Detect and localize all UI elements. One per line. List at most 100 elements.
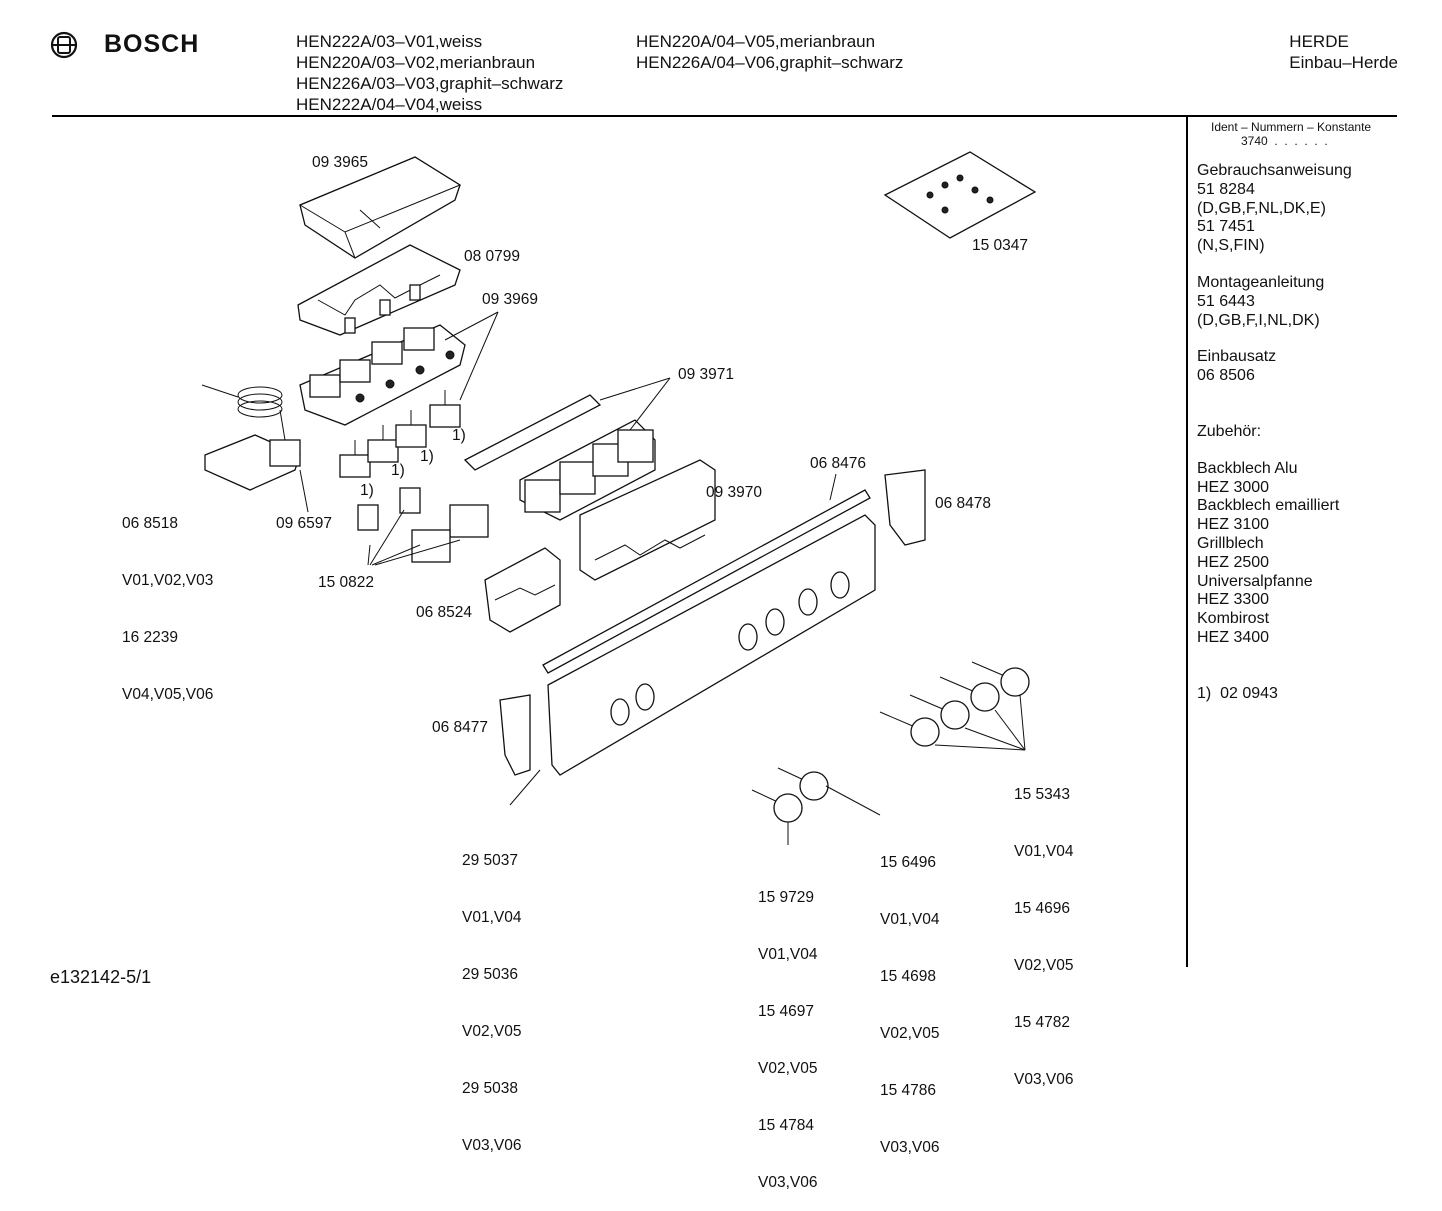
zubehoer-item: HEZ 2500	[1197, 553, 1270, 571]
montage-line: 51 6443	[1197, 292, 1255, 310]
label-line: V03,V06	[1014, 1071, 1074, 1088]
label-line: V02,V05	[462, 1023, 522, 1040]
label-line: 15 4697	[758, 1003, 815, 1020]
lamp-holders-150822	[357, 487, 489, 566]
bracket-093971	[463, 377, 671, 521]
tray-093965	[298, 156, 462, 259]
footnote: 1) 02 0943	[1197, 684, 1278, 702]
label-line: V03,V06	[880, 1139, 940, 1156]
knobs-155343	[879, 661, 1030, 751]
header-divider	[52, 115, 1397, 117]
model-line: HEN220A/03–V02,merianbraun	[296, 53, 536, 72]
small-switches	[339, 390, 461, 478]
footnote-marker: 1)	[360, 482, 374, 499]
bracket-093970	[579, 459, 716, 581]
einbau-title: Einbausatz	[1197, 348, 1277, 366]
gebrauch-line: 51 7451	[1197, 218, 1255, 236]
document-id: e132142-5/1	[50, 967, 152, 987]
thermostat-068518	[201, 384, 309, 513]
label-155343: 15 5343 V01,V04 15 4696 V02,V05 15 4782 …	[1014, 747, 1073, 1108]
zubehoer-item: Backblech Alu	[1197, 459, 1298, 477]
zubehoer-item: Backblech emailliert	[1197, 497, 1340, 515]
label-line: V04,V05,V06	[122, 686, 214, 703]
label-093965: 09 3965	[312, 154, 369, 171]
gebrauch-line: 51 8284	[1197, 180, 1255, 198]
zubehoer-item: HEZ 3300	[1197, 591, 1270, 609]
brand-name: BOSCH	[104, 30, 200, 58]
side-bracket-068478	[884, 469, 926, 546]
leader-lines	[444, 311, 837, 806]
model-line: HEN222A/04–V04,weiss	[296, 95, 483, 114]
label-line: V01,V04	[758, 946, 818, 963]
zubehoer-title: Zubehör:	[1197, 422, 1262, 440]
category-line: Einbau–Herde	[1289, 53, 1398, 72]
label-line: V03,V06	[462, 1137, 522, 1154]
label-line: 15 5343	[1014, 786, 1071, 803]
label-line: 15 9729	[758, 889, 815, 906]
label-line: 06 8518	[122, 515, 179, 532]
label-line: V03,V06	[758, 1174, 818, 1191]
label-line: 15 4784	[758, 1117, 815, 1134]
bracket-068524	[484, 547, 561, 633]
label-line: V02,V05	[758, 1060, 818, 1077]
label-line: V02,V05	[1014, 957, 1074, 974]
gebrauch-line: (D,GB,F,NL,DK,E)	[1197, 199, 1326, 217]
label-150347: 15 0347	[972, 237, 1029, 254]
label-150822: 15 0822	[318, 574, 375, 591]
label-line: V01,V04	[1014, 843, 1074, 860]
label-line: 15 6496	[880, 854, 937, 871]
label-159729: 15 9729 V01,V04 15 4697 V02,V05 15 4784 …	[758, 850, 817, 1211]
label-line: 15 4698	[880, 968, 937, 985]
switch-block-093969	[299, 324, 466, 426]
zubehoer-item: HEZ 3100	[1197, 516, 1270, 534]
label-068477: 06 8477	[432, 719, 489, 736]
label-line: 29 5036	[462, 966, 519, 983]
zubehoer-item: Kombirost	[1197, 610, 1270, 628]
footnote-marker: 1)	[420, 448, 434, 465]
label-068518: 06 8518 V01,V02,V03 16 2239 V04,V05,V06	[122, 476, 213, 723]
screw-bag-150347	[883, 151, 1037, 239]
models-column-2: HEN220A/04–V05,merianbraun HEN226A/04–V0…	[636, 31, 903, 73]
label-093971: 09 3971	[678, 366, 735, 383]
category-block: HERDE Einbau–Herde	[1289, 31, 1398, 73]
label-295037: 29 5037 V01,V04 29 5036 V02,V05 29 5038 …	[462, 813, 521, 1174]
label-093969: 09 3969	[482, 291, 539, 308]
montage-title: Montageanleitung	[1197, 273, 1325, 291]
footnote-marker: 1)	[452, 427, 466, 444]
models-column-1: HEN222A/03–V01,weiss HEN220A/03–V02,meri…	[296, 31, 563, 115]
frame-080799	[297, 244, 461, 336]
label-line: V01,V02,V03	[122, 572, 214, 589]
gebrauch-line: (N,S,FIN)	[1197, 237, 1265, 255]
label-line: 15 4786	[880, 1082, 937, 1099]
knobs-159729-156496	[751, 767, 881, 845]
model-line: HEN226A/04–V06,graphit–schwarz	[636, 53, 904, 72]
label-068524: 06 8524	[416, 604, 473, 621]
label-line: 29 5037	[462, 852, 519, 869]
label-080799: 08 0799	[464, 248, 521, 265]
bosch-logo: BOSCH	[48, 28, 208, 64]
label-line: 16 2239	[122, 629, 179, 646]
label-line: V02,V05	[880, 1025, 940, 1042]
montage-line: (D,GB,F,I,NL,DK)	[1197, 311, 1320, 329]
zubehoer-item: HEZ 3400	[1197, 628, 1270, 646]
label-line: V01,V04	[880, 911, 940, 928]
sidebar-divider	[1186, 117, 1188, 967]
label-093970: 09 3970	[706, 484, 763, 501]
bosch-armature-icon	[50, 31, 78, 59]
model-line: HEN222A/03–V01,weiss	[296, 32, 483, 51]
label-line: 29 5038	[462, 1080, 519, 1097]
ident-value: 3740 . . . . . .	[1241, 134, 1328, 148]
footnote-marker: 1)	[391, 462, 405, 479]
model-line: HEN220A/04–V05,merianbraun	[636, 32, 876, 51]
side-bracket-068477	[499, 694, 531, 776]
exploded-view-drawing	[201, 151, 1037, 845]
zubehoer-item: Universalpfanne	[1197, 572, 1313, 590]
gebrauch-title: Gebrauchsanweisung	[1197, 162, 1352, 179]
label-096597: 09 6597	[276, 515, 333, 532]
label-line: 15 4782	[1014, 1014, 1071, 1031]
einbau-line: 06 8506	[1197, 367, 1255, 385]
label-line: V01,V04	[462, 909, 522, 926]
label-156496: 15 6496 V01,V04 15 4698 V02,V05 15 4786 …	[880, 815, 939, 1176]
ident-title: Ident – Nummern – Konstante	[1211, 120, 1372, 134]
control-panel-068476	[542, 489, 876, 776]
